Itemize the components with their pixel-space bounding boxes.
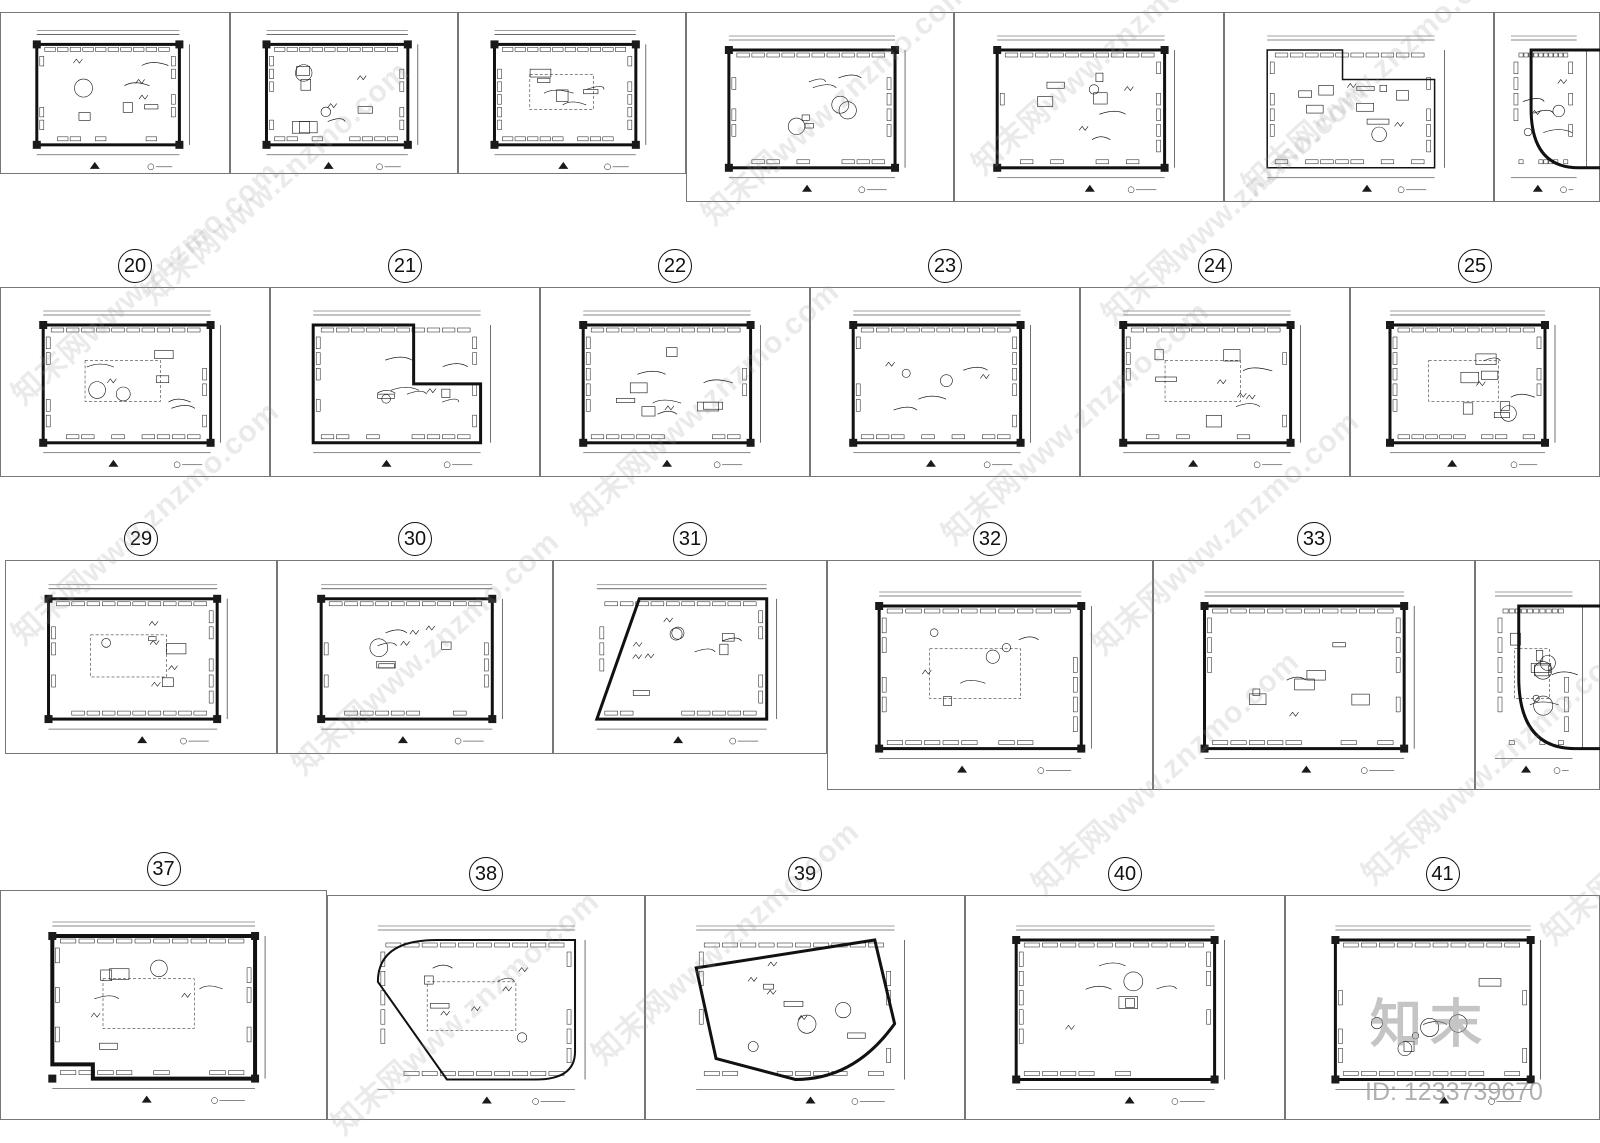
plan-number-label: 40 (1108, 857, 1142, 891)
brand-logo: 知末 (1370, 995, 1491, 1055)
plan-panel-r1-7 (1494, 12, 1600, 202)
plan-panel-39 (645, 895, 965, 1120)
plan-panel-33 (1153, 560, 1475, 790)
plan-number-label: 31 (673, 522, 707, 556)
plan-number-label: 23 (928, 249, 962, 283)
plan-panel-r1-5 (954, 12, 1224, 202)
plan-panel-32 (827, 560, 1153, 790)
plan-panel-25 (1350, 287, 1600, 477)
plan-number-label: 21 (388, 249, 422, 283)
plan-number-label: 38 (469, 857, 503, 891)
plan-panel-r1-2 (230, 12, 458, 174)
plan-panel-22 (540, 287, 810, 477)
plan-panel-r1-4 (686, 12, 954, 202)
plan-panel-31 (553, 560, 827, 754)
plan-panel-37 (0, 890, 327, 1120)
plan-panel-r1-3 (458, 12, 686, 174)
plan-panel-41 (1285, 895, 1600, 1120)
plan-panel-20 (0, 287, 270, 477)
plan-number-label: 20 (118, 249, 152, 283)
plan-panel-r1-1 (0, 12, 230, 174)
plan-panel-23 (810, 287, 1080, 477)
plan-number-label: 33 (1297, 522, 1331, 556)
plan-panel-29 (5, 560, 277, 754)
plan-number-label: 25 (1458, 249, 1492, 283)
plan-panel-r1-6 (1224, 12, 1494, 202)
plan-panel-r3-6 (1475, 560, 1600, 790)
plan-number-label: 30 (398, 522, 432, 556)
plan-panel-40 (965, 895, 1285, 1120)
plan-number-label: 41 (1425, 857, 1460, 891)
plan-panel-38 (327, 895, 645, 1120)
plan-number-label: 37 (146, 852, 181, 886)
id-label: ID: 1233739670 (1365, 1078, 1543, 1106)
plan-panel-24 (1080, 287, 1350, 477)
plan-number-label: 29 (124, 522, 158, 556)
plan-panel-21 (270, 287, 540, 477)
plan-number-label: 22 (658, 249, 692, 283)
plan-number-label: 39 (788, 857, 822, 891)
plan-number-label: 32 (973, 522, 1007, 556)
plan-panel-30 (277, 560, 553, 754)
plan-number-label: 24 (1198, 249, 1232, 283)
